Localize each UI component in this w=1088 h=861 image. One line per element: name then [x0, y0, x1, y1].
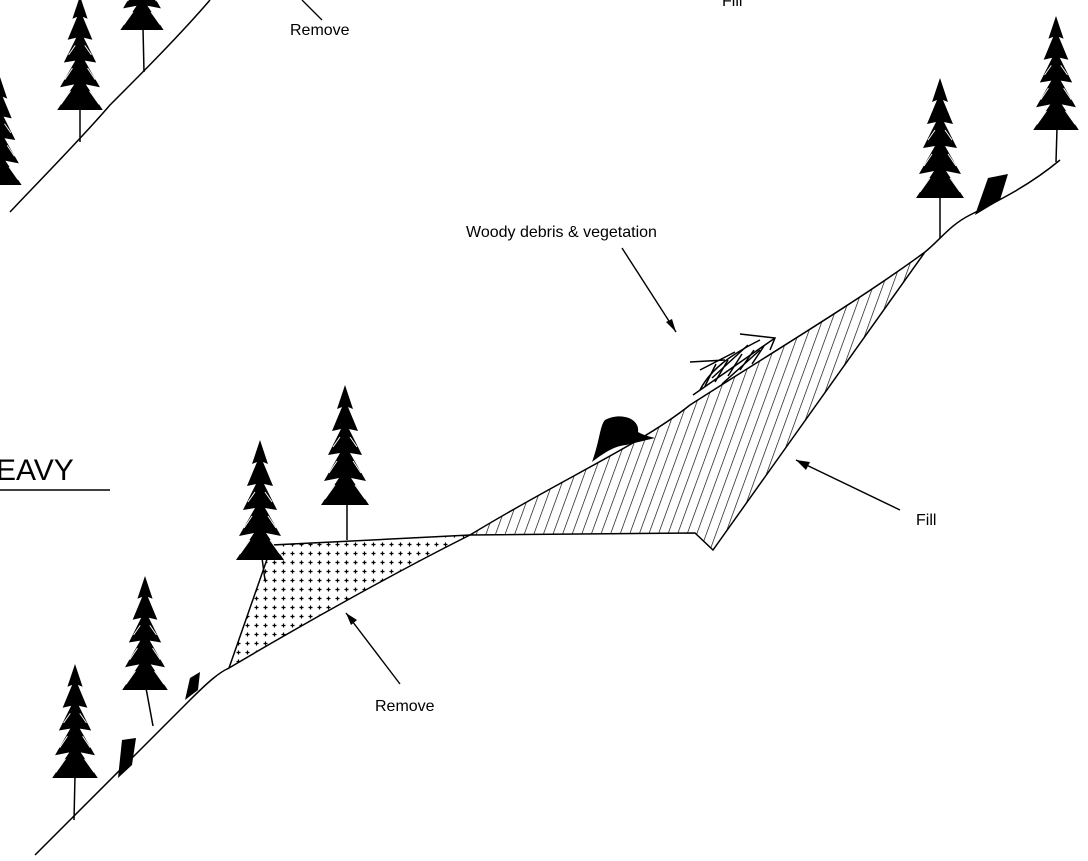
upper-tree-3	[0, 76, 23, 186]
tree-top-2	[1032, 15, 1080, 163]
ground-line	[34, 667, 230, 856]
ground-line-upper	[924, 159, 1061, 253]
fill-arrow	[795, 459, 901, 511]
main-section: Woody debris & vegetation Fill Remove EA…	[0, 15, 1080, 856]
remove-area	[227, 534, 471, 670]
remove-arrow	[345, 612, 401, 685]
stump-3	[975, 174, 1008, 215]
upper-tree-1	[56, 0, 104, 142]
woody-debris-label: Woody debris & vegetation	[466, 224, 657, 241]
tree-mid-2	[320, 384, 370, 540]
upper-fill-label: Fill	[722, 0, 742, 10]
upper-section: Remove Fill	[0, 0, 742, 213]
upper-remove-label: Remove	[290, 22, 350, 39]
fill-label: Fill	[916, 512, 936, 529]
woody-debris	[689, 333, 777, 396]
heavy-title: EAVY	[0, 454, 74, 487]
upper-remove-arrow	[301, 0, 323, 21]
tree-lower-1	[51, 663, 99, 821]
debris-arrow	[621, 247, 677, 333]
stump-1	[118, 738, 136, 778]
remove-label: Remove	[375, 698, 435, 715]
upper-ground-line	[9, 0, 211, 213]
stump-2	[185, 672, 200, 700]
fill-area	[467, 251, 926, 552]
stump-4	[592, 416, 655, 462]
tree-lower-2	[121, 575, 169, 727]
upper-tree-2	[119, 0, 165, 73]
tree-top-1	[915, 77, 965, 238]
tree-mid-1	[235, 439, 285, 581]
